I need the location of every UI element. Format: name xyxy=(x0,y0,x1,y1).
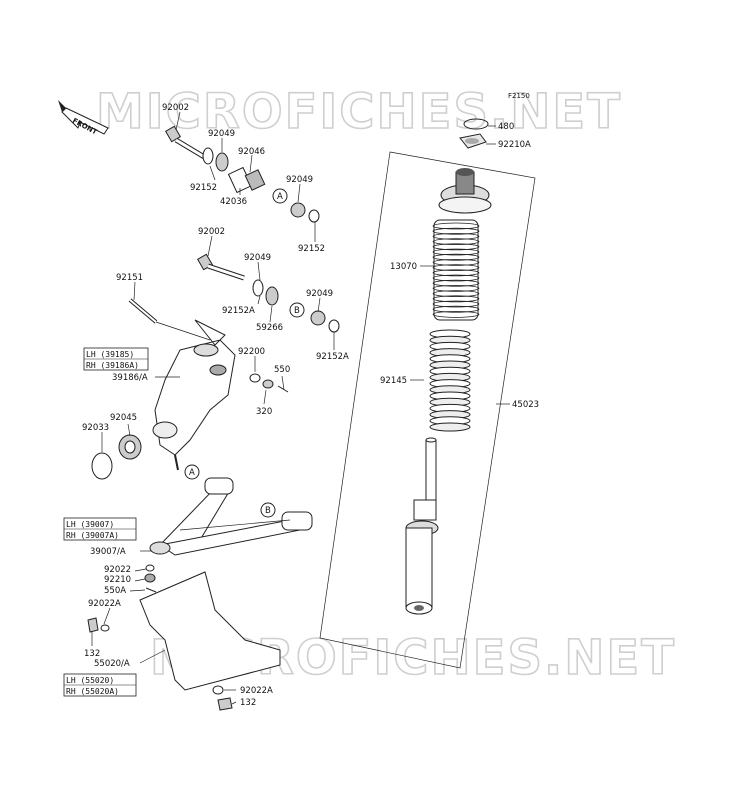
label-92033: 92033 xyxy=(82,423,109,433)
label-550A: 550A xyxy=(104,586,126,596)
label-92022A-b: 92022A xyxy=(240,686,273,696)
label-320: 320 xyxy=(256,407,272,417)
label-550: 550 xyxy=(274,365,290,375)
label-39007A: 39007/A xyxy=(90,547,126,557)
svg-text:RH (39007A): RH (39007A) xyxy=(66,531,119,540)
box-knuckle: LH (39185) RH (39186A) xyxy=(83,347,149,371)
lower-arm-39007A xyxy=(149,477,313,556)
label-59266: 59266 xyxy=(256,323,283,333)
svg-text:A: A xyxy=(189,468,195,478)
svg-text:LH (39007): LH (39007) xyxy=(66,520,114,529)
guard-55020A xyxy=(139,571,281,711)
watermark-top: MICROFICHES.NET xyxy=(96,84,622,140)
label-92049-a: 92049 xyxy=(208,129,235,139)
label-92152-a: 92152 xyxy=(190,183,217,193)
svg-text:B: B xyxy=(265,506,271,516)
label-92145: 92145 xyxy=(380,376,407,386)
label-92200: 92200 xyxy=(238,347,265,357)
bolt-92151 xyxy=(128,298,211,341)
ref-markers: A B A B xyxy=(184,188,305,518)
label-42036: 42036 xyxy=(220,197,247,207)
label-92210: 92210 xyxy=(104,575,131,585)
shock-body-45023 xyxy=(405,437,439,615)
spring-92145 xyxy=(429,329,471,432)
label-92046: 92046 xyxy=(238,147,265,157)
nut-92200 xyxy=(249,373,289,393)
svg-text:LH (39185): LH (39185) xyxy=(86,350,134,359)
label-132-a: 132 xyxy=(84,649,100,659)
bolt-92002-upper xyxy=(164,125,208,161)
label-92049-d: 92049 xyxy=(306,289,333,299)
shock-assembly-outline xyxy=(319,151,536,669)
label-39186A: 39186/A xyxy=(112,373,148,383)
small-hardware-arm xyxy=(87,564,157,633)
label-92049-c: 92049 xyxy=(244,253,271,263)
label-92002-b: 92002 xyxy=(198,227,225,237)
label-92049-b: 92049 xyxy=(286,175,313,185)
label-92045: 92045 xyxy=(110,413,137,423)
label-92151: 92151 xyxy=(116,273,143,283)
label-92152A-b: 92152A xyxy=(316,352,349,362)
label-55020A: 55020/A xyxy=(94,659,130,669)
svg-text:A: A xyxy=(277,192,283,202)
svg-text:RH (55020A): RH (55020A) xyxy=(66,687,119,696)
label-92210A: 92210A xyxy=(498,140,531,150)
label-92022A-a: 92022A xyxy=(88,599,121,609)
dust-boot-13070 xyxy=(432,219,480,321)
circlip-92033 xyxy=(91,452,113,480)
steering-knuckle-39186A xyxy=(152,319,236,471)
label-480: 480 xyxy=(498,122,514,132)
box-arm: LH (39007) RH (39007A) xyxy=(63,517,137,541)
label-92152A-a: 92152A xyxy=(222,306,255,316)
label-45023: 45023 xyxy=(512,400,539,410)
circlip-480 xyxy=(463,118,489,130)
svg-text:LH (55020): LH (55020) xyxy=(66,676,114,685)
washers-upper-1 xyxy=(202,147,320,223)
label-132-b: 132 xyxy=(240,698,256,708)
label-92152-b: 92152 xyxy=(298,244,325,254)
nut-92210A xyxy=(459,133,487,149)
box-guard: LH (55020) RH (55020A) xyxy=(63,673,137,697)
svg-text:B: B xyxy=(294,306,300,316)
part-labels: 92002 92049 92046 92152 42036 92049 9215… xyxy=(82,103,539,708)
label-92022: 92022 xyxy=(104,565,131,575)
label-92002-a: 92002 xyxy=(162,103,189,113)
bolt-92002-lower xyxy=(196,253,245,281)
bearing-92045 xyxy=(118,434,142,460)
top-mount xyxy=(438,168,492,214)
label-13070: 13070 xyxy=(390,262,417,272)
leader-lines xyxy=(91,111,510,705)
svg-text:RH (39186A): RH (39186A) xyxy=(86,361,139,370)
figure-code: F2150 xyxy=(508,92,530,100)
